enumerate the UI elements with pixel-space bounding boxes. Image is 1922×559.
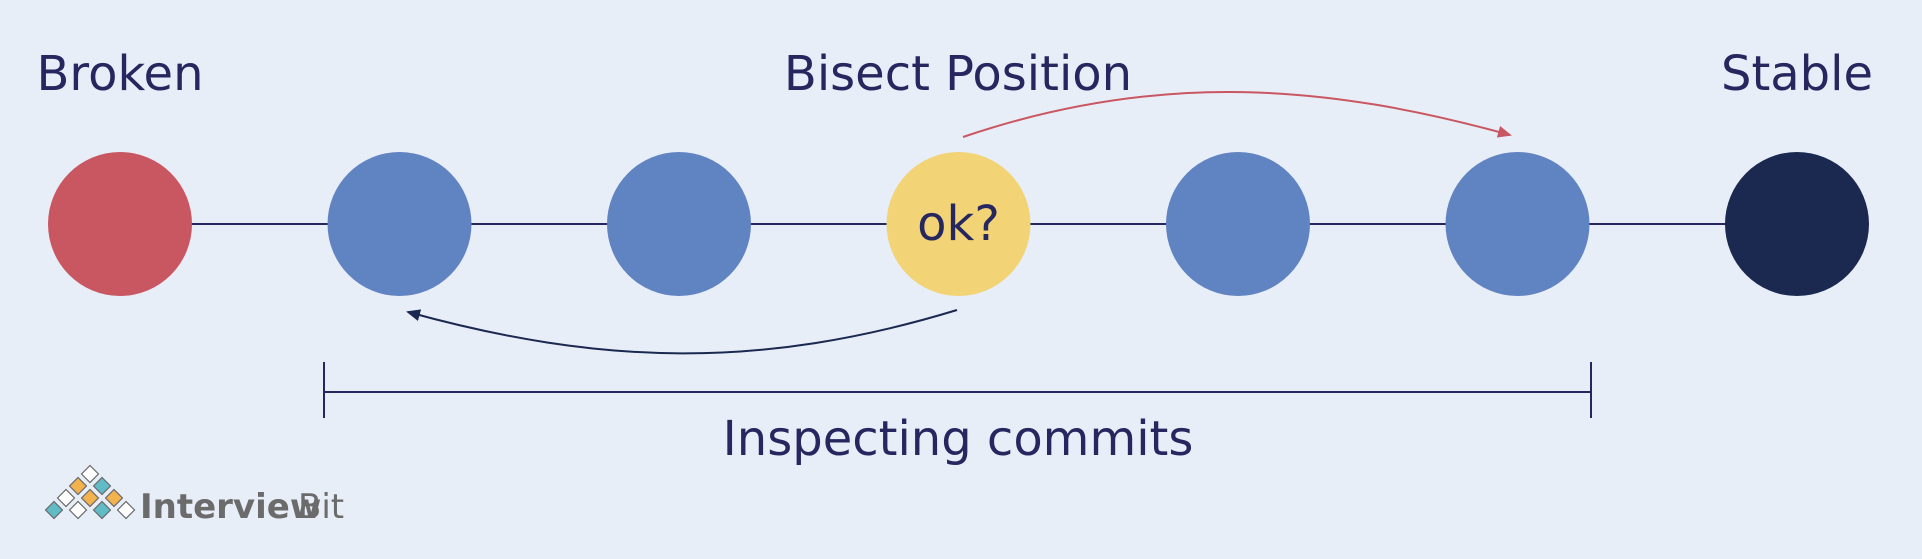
commit-nodes: ok? <box>48 152 1869 296</box>
commit-node-stable <box>1725 152 1869 296</box>
commit-node-c4 <box>1166 152 1310 296</box>
backward-arrow <box>406 309 958 355</box>
broken-label: Broken <box>36 46 203 102</box>
forward-arrow <box>962 91 1512 138</box>
commit-node-c1 <box>327 152 472 296</box>
logo-text-bit: Bit <box>298 487 344 527</box>
commit-node-bisect <box>886 152 1031 296</box>
bisect-position-label: Bisect Position <box>784 46 1132 102</box>
bisect-node-label: ok? <box>917 196 1000 252</box>
commit-node-c2 <box>607 152 751 296</box>
commit-node-broken <box>48 152 192 296</box>
logo-text-interview: Interview <box>140 487 321 527</box>
commit-node-c5 <box>1445 152 1590 296</box>
logo-diamond-icon <box>44 464 136 520</box>
stable-label: Stable <box>1721 46 1873 102</box>
interviewbit-logo: Interview Bit <box>44 464 344 527</box>
inspecting-commits-label: Inspecting commits <box>723 411 1194 467</box>
inspecting-range-bracket <box>323 362 1592 418</box>
